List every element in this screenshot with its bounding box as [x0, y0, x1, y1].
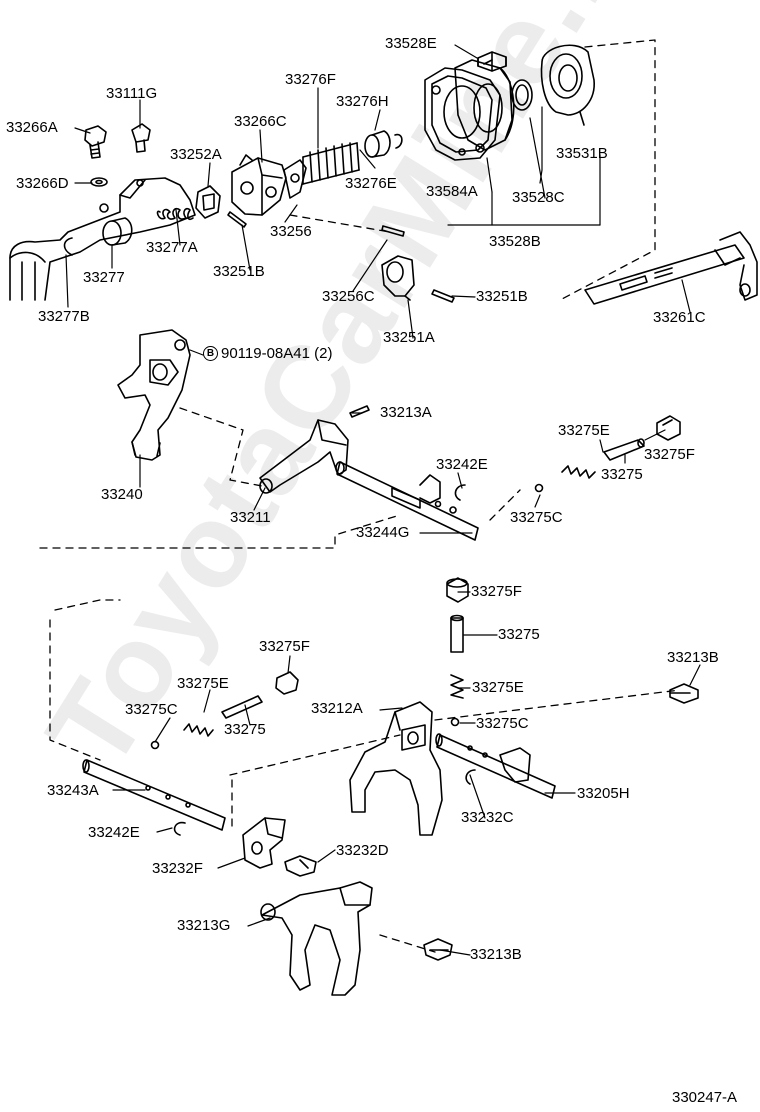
part-label-33232D: 33232D: [336, 842, 389, 859]
part-label-33251B-right: 33251B: [476, 288, 528, 305]
part-label-33275E-upper: 33275E: [558, 422, 610, 439]
part-label-33275F-upper: 33275F: [644, 446, 695, 463]
part-label-33251B-left: 33251B: [213, 263, 265, 280]
part-label-33584A: 33584A: [426, 183, 478, 200]
part-label-33275C-upper: 33275C: [510, 509, 563, 526]
part-label-33528B: 33528B: [489, 233, 541, 250]
part-label-33277: 33277: [83, 269, 125, 286]
part-label-33275C-left: 33275C: [125, 701, 178, 718]
part-label-33205H: 33205H: [577, 785, 630, 802]
part-label-33275E-middle: 33275E: [472, 679, 524, 696]
part-label-33256: 33256: [270, 223, 312, 240]
part-label-33528C: 33528C: [512, 189, 565, 206]
part-label-33276F: 33276F: [285, 71, 336, 88]
diagram-code: 330247-A: [672, 1089, 738, 1106]
part-label-33275-middle: 33275: [498, 626, 540, 643]
part-label-33266D: 33266D: [16, 175, 69, 192]
leader-lines: [65, 44, 701, 956]
part-label-33275-left: 33275: [224, 721, 266, 738]
part-label-33213B-lower: 33213B: [470, 946, 522, 963]
part-label-33213B-upper: 33213B: [667, 649, 719, 666]
part-label-33242E-upper: 33242E: [436, 456, 488, 473]
part-label-33240: 33240: [101, 486, 143, 503]
part-label-33243A: 33243A: [47, 782, 99, 799]
part-label-33213A: 33213A: [380, 404, 432, 421]
part-label-33251A: 33251A: [383, 329, 435, 346]
part-label-33275C-middle: 33275C: [476, 715, 529, 732]
shift-housing-assembly: [9, 123, 455, 303]
part-label-33111G: 33111G: [106, 85, 158, 102]
part-label-33232F: 33232F: [152, 860, 203, 877]
part-label-90119-text: 90119-08A41 (2): [221, 345, 333, 362]
part-label-33212A: 33212A: [311, 700, 363, 717]
part-label-33276E: 33276E: [345, 175, 397, 192]
dashed-boundaries: [39, 39, 681, 953]
shift-head-assembly: [117, 329, 681, 541]
bolt-circle-marker: B: [203, 346, 218, 361]
part-label-33528E: 33528E: [385, 35, 437, 52]
part-label-33275F-left: 33275F: [259, 638, 310, 655]
part-label-33244G: 33244G: [356, 524, 410, 541]
part-label-33275-upper: 33275: [601, 466, 643, 483]
part-label-33261C: 33261C: [653, 309, 706, 326]
part-label-33232C: 33232C: [461, 809, 514, 826]
part-label-33213G: 33213G: [177, 917, 231, 934]
part-label-33252A: 33252A: [170, 146, 222, 163]
part-label-33275F-middle: 33275F: [471, 583, 522, 600]
part-label-33276H: 33276H: [336, 93, 389, 110]
shift-forks-assembly: [82, 577, 699, 996]
part-label-33277B: 33277B: [38, 308, 90, 325]
retainer-assembly: [424, 44, 758, 305]
part-label-33277A: 33277A: [146, 239, 198, 256]
part-label-33256C: 33256C: [322, 288, 375, 305]
part-label-33531B: 33531B: [556, 145, 608, 162]
part-label-33266C: 33266C: [234, 113, 287, 130]
part-label-33266A: 33266A: [6, 119, 58, 136]
part-label-33211: 33211: [230, 509, 271, 526]
part-label-33242E-lower: 33242E: [88, 824, 140, 841]
part-label-33275E-left: 33275E: [177, 675, 229, 692]
